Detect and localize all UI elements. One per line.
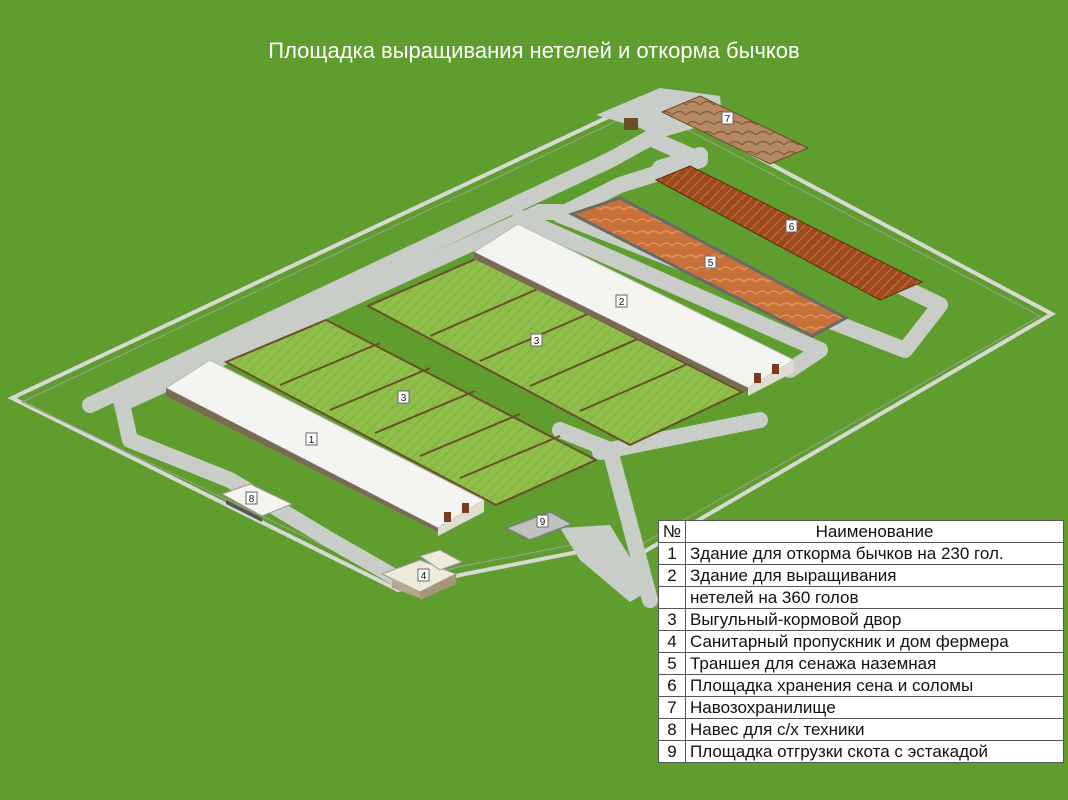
marker-9: 9 bbox=[536, 514, 549, 528]
yard-upper bbox=[365, 256, 745, 447]
svg-text:3: 3 bbox=[534, 336, 540, 347]
legend-row: нетелей на 360 голов bbox=[658, 586, 1064, 609]
legend-row-name: Навозохранилище bbox=[685, 696, 1064, 719]
legend-row-name: Здание для откорма бычков на 230 гол. bbox=[685, 542, 1064, 565]
legend-row-name: Здание для выращивания bbox=[685, 564, 1064, 587]
svg-text:1: 1 bbox=[309, 435, 315, 446]
legend-header-row: № Наименование bbox=[658, 520, 1064, 543]
svg-text:2: 2 bbox=[619, 297, 625, 308]
legend-row-name: нетелей на 360 голов bbox=[685, 586, 1064, 609]
legend-row-num: 6 bbox=[658, 674, 686, 697]
legend-row-name: Навес для с/х техники bbox=[685, 718, 1064, 741]
legend-row-name: Площадка хранения сена и соломы bbox=[685, 674, 1064, 697]
legend-row-num: 2 bbox=[658, 564, 686, 587]
legend-row-name: Санитарный пропускник и дом фермера bbox=[685, 630, 1064, 653]
svg-text:7: 7 bbox=[725, 114, 731, 125]
legend-row-num: 8 bbox=[658, 718, 686, 741]
legend-header-name: Наименование bbox=[685, 520, 1064, 543]
legend-row-name: Площадка отгрузки скота с эстакадой bbox=[685, 740, 1064, 763]
building-1 bbox=[164, 359, 486, 536]
marker-3-upper: 3 bbox=[530, 333, 543, 347]
building-2 bbox=[472, 223, 796, 396]
svg-text:6: 6 bbox=[789, 222, 795, 233]
manure-storage bbox=[660, 95, 810, 165]
legend-row-num: 5 bbox=[658, 652, 686, 675]
legend-row-num: 9 bbox=[658, 740, 686, 763]
svg-text:8: 8 bbox=[249, 494, 255, 505]
svg-text:3: 3 bbox=[401, 393, 407, 404]
svg-text:4: 4 bbox=[421, 571, 427, 582]
marker-8: 8 bbox=[245, 491, 258, 505]
gate bbox=[624, 118, 638, 130]
legend-row-num: 3 bbox=[658, 608, 686, 631]
legend-row-num: 4 bbox=[658, 630, 686, 653]
legend-row-name: Траншея для сенажа наземная bbox=[685, 652, 1064, 675]
road-south-spur bbox=[560, 525, 650, 602]
marker-1: 1 bbox=[305, 432, 318, 446]
legend-row-num bbox=[658, 586, 686, 609]
marker-4: 4 bbox=[417, 568, 430, 582]
marker-2: 2 bbox=[615, 294, 628, 308]
marker-5: 5 bbox=[704, 255, 717, 269]
legend-header-num: № bbox=[658, 520, 686, 543]
legend-row-num: 1 bbox=[658, 542, 686, 565]
page-title: Площадка выращивания нетелей и откорма б… bbox=[268, 38, 800, 63]
marker-6: 6 bbox=[785, 219, 798, 233]
marker-7: 7 bbox=[721, 111, 734, 125]
svg-text:9: 9 bbox=[540, 517, 546, 528]
yard-lower-fences bbox=[279, 342, 561, 479]
legend-row-name: Выгульный-кормовой двор bbox=[685, 608, 1064, 631]
marker-3-lower: 3 bbox=[397, 390, 410, 404]
svg-text:5: 5 bbox=[708, 258, 714, 269]
legend-row-num: 7 bbox=[658, 696, 686, 719]
hay-storage bbox=[654, 165, 924, 301]
